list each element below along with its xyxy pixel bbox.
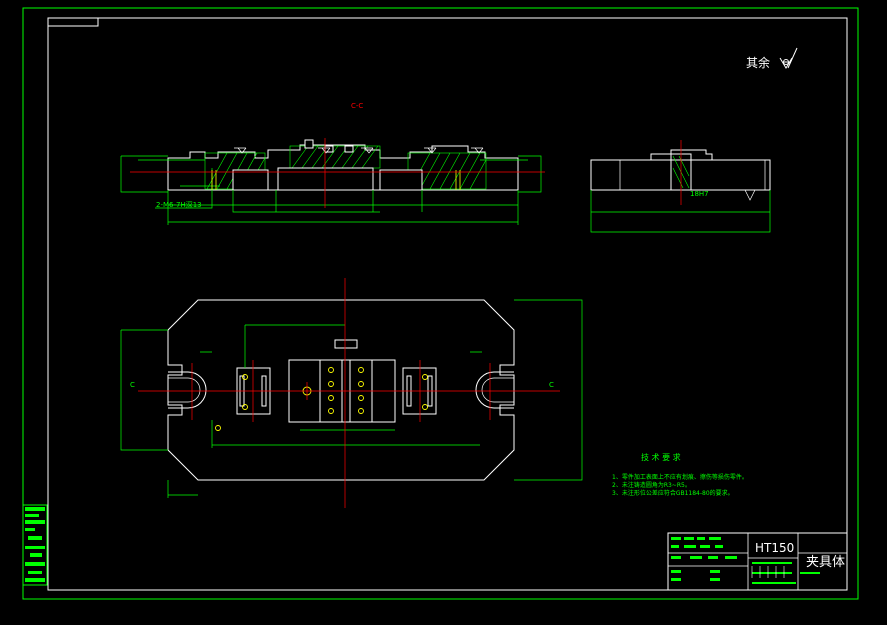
hole-callout: 2-M6-7H深13 <box>156 200 202 209</box>
tech-req-item-2: 2、未注铸造圆角为R3~R5。 <box>612 481 691 489</box>
technical-requirements: 技 术 要 求 1、零件加工表面上不应有划痕、擦伤等损伤零件。 2、未注铸造圆角… <box>612 452 748 497</box>
tech-req-item-1: 1、零件加工表面上不应有划痕、擦伤等损伤零件。 <box>612 473 748 481</box>
roughness-symbol: 其余 <box>746 47 798 70</box>
section-label: C-C <box>351 102 363 110</box>
drawing-frame <box>22 7 859 600</box>
side-view: 18H7 <box>590 140 771 233</box>
revision-strip <box>22 504 48 586</box>
section-view-cc: C-C <box>120 102 545 225</box>
tech-req-item-3: 3、未注形位公差应符合GB1184-80的要求。 <box>612 489 734 497</box>
tech-req-title: 技 术 要 求 <box>641 452 681 462</box>
plan-view: C C <box>120 278 583 508</box>
part-name: 夹具体 <box>806 555 845 570</box>
fit-callout: 18H7 <box>690 190 709 198</box>
title-block: HT150 夹具体 <box>667 532 848 591</box>
section-marker-left: C <box>130 381 135 389</box>
material-label: HT150 <box>755 541 794 555</box>
section-marker-right: C <box>549 381 554 389</box>
roughness-note: 其余 <box>746 55 770 70</box>
